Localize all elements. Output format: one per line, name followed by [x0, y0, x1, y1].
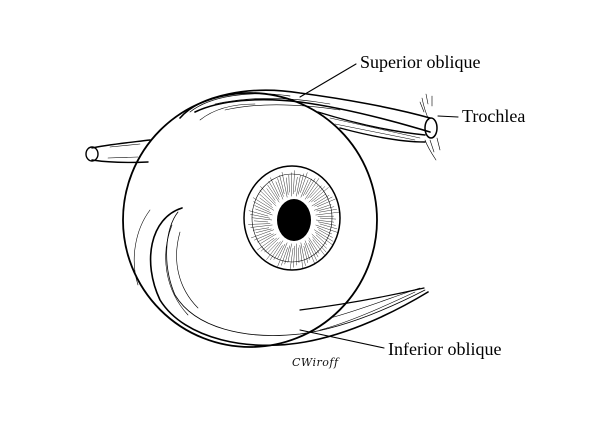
leader-trochlea: [438, 116, 458, 117]
pupil: [277, 199, 311, 241]
label-inferior-oblique: Inferior oblique: [388, 340, 501, 358]
trochlea: [420, 94, 440, 160]
leader-superior-oblique: [300, 64, 356, 97]
label-superior-oblique: Superior oblique: [360, 53, 480, 71]
eyeball: [123, 93, 377, 347]
optic-nerve: [86, 140, 150, 162]
artist-signature: CWiroff: [292, 356, 339, 369]
label-trochlea: Trochlea: [462, 107, 525, 125]
